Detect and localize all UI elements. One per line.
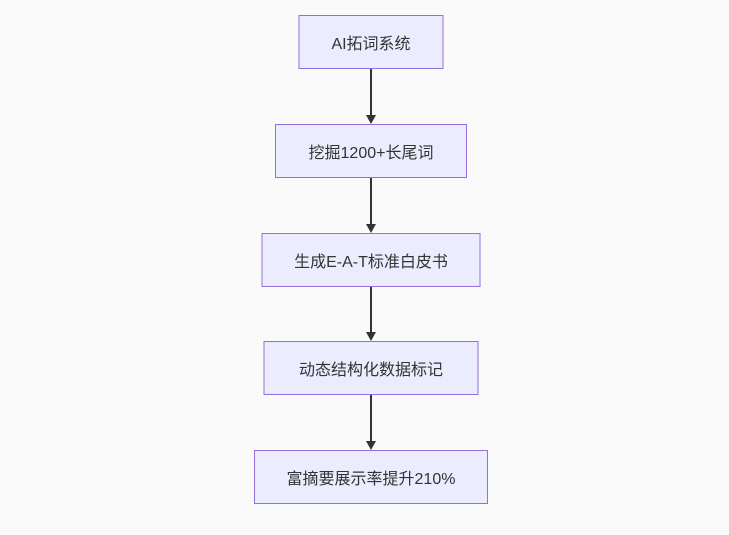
arrow-line [370, 178, 372, 224]
arrow-head-icon [366, 332, 376, 341]
flow-node-ai-keyword-system: AI拓词系统 [298, 15, 444, 69]
arrow-down-icon [366, 395, 376, 450]
arrow-down-icon [366, 178, 376, 233]
arrow-line [370, 395, 372, 441]
arrow-head-icon [366, 224, 376, 233]
flow-node-longtail-keywords: 挖掘1200+长尾词 [275, 124, 467, 178]
arrow-line [370, 287, 372, 332]
flow-node-eat-whitepaper: 生成E-A-T标准白皮书 [261, 233, 481, 287]
arrow-head-icon [366, 441, 376, 450]
arrow-down-icon [366, 287, 376, 341]
arrow-head-icon [366, 115, 376, 124]
flow-node-structured-data-markup: 动态结构化数据标记 [263, 341, 479, 395]
arrow-down-icon [366, 69, 376, 124]
flow-node-rich-snippet-result: 富摘要展示率提升210% [254, 450, 488, 504]
arrow-line [370, 69, 372, 115]
